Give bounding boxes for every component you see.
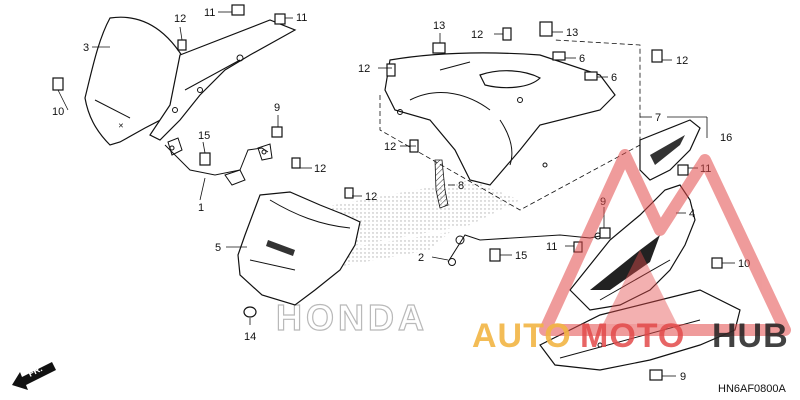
part-label: 12	[174, 13, 186, 25]
part-label: 12	[676, 55, 688, 67]
part-label: 14	[244, 331, 256, 343]
front-direction-arrow: FR.	[12, 362, 56, 390]
part-label: 12	[384, 141, 396, 153]
side-cover-lower	[639, 119, 701, 181]
part-label: 7	[655, 112, 661, 124]
part-label: 13	[566, 27, 578, 39]
windscreen: ✕	[84, 16, 191, 146]
part-label: 9	[274, 102, 280, 114]
part-label: 6	[579, 53, 585, 65]
cowl-outline-dash	[379, 39, 641, 211]
part-label: 11	[204, 7, 215, 19]
part-label: 12	[314, 163, 326, 175]
part-label: 12	[358, 63, 370, 75]
part-label: 9	[680, 371, 686, 383]
fasteners	[52, 4, 723, 381]
svg-text:✕: ✕	[118, 123, 124, 130]
honda-wing-logo: HONDA	[275, 180, 520, 339]
part-label: 10	[52, 106, 64, 118]
part-label: 11	[546, 241, 557, 253]
watermark-triangle-logo	[539, 149, 791, 336]
watermark-auto: AUTO	[472, 317, 572, 355]
part-labels: 3 10 12 11 11 15 1 9 12 12 5 14 12 12 13…	[52, 7, 750, 383]
part-label: 15	[198, 130, 210, 142]
honda-brand-text: HONDA	[276, 297, 428, 338]
diagram-code: HN6AF0800A	[718, 383, 787, 395]
visor-bracket	[149, 19, 297, 141]
watermark-hub: HUB	[712, 317, 789, 355]
part-label: 12	[365, 191, 377, 203]
part-label: 8	[458, 180, 464, 192]
part-label: 1	[198, 202, 204, 214]
rubber-strip	[434, 159, 449, 209]
watermark: AUTO MOTO HUB	[472, 149, 791, 355]
upper-cowl	[384, 52, 616, 186]
part-label: 13	[433, 20, 445, 32]
part-label: 12	[471, 29, 483, 41]
part-label: 11	[296, 12, 307, 24]
part-label: 3	[83, 42, 89, 54]
part-label: 2	[418, 252, 424, 264]
part-label: 6	[611, 72, 617, 84]
watermark-moto: MOTO	[580, 317, 685, 355]
stay-bracket	[164, 137, 273, 186]
front-cowl	[237, 191, 361, 306]
part-label: 5	[215, 242, 221, 254]
part-label: 15	[515, 250, 527, 262]
part-label: 16	[720, 132, 732, 144]
leader-lines	[57, 11, 735, 377]
part-label: 4	[689, 208, 695, 220]
